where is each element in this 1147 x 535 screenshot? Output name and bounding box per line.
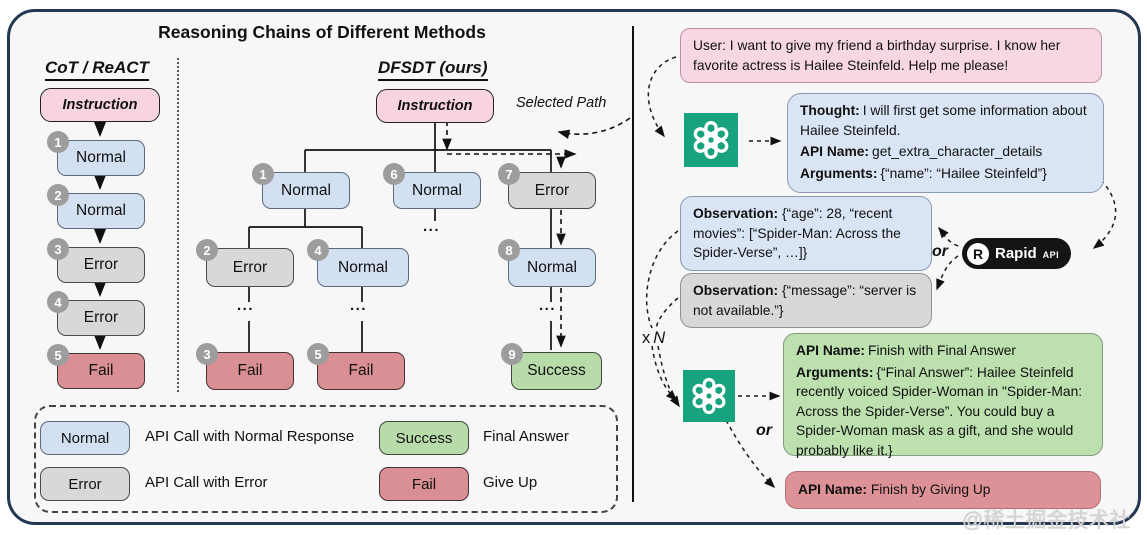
dfsdt-instruction-node: Instruction: [376, 89, 494, 123]
step-number-badge: 3: [47, 238, 69, 260]
or-label-lower: or: [756, 422, 772, 439]
step-number-badge: 5: [47, 344, 69, 366]
api-name-line: API Name:get_extra_character_details: [800, 144, 1043, 160]
ellipsis: ...: [237, 297, 255, 314]
step-number-badge: 4: [307, 239, 329, 261]
legend-desc-success: Final Answer: [483, 428, 569, 445]
step-number-badge: 8: [498, 239, 520, 261]
step-number-badge: 5: [307, 343, 329, 365]
step-number-badge: 9: [501, 343, 523, 365]
watermark: @稀土掘金技术社区: [962, 509, 1131, 532]
openai-knot-icon: [693, 121, 729, 159]
legend-desc-normal: API Call with Normal Response: [145, 428, 355, 445]
legend-desc-error: API Call with Error: [145, 474, 268, 491]
legend-chip-fail: Fail: [379, 467, 469, 501]
final-answer-bubble: API Name:Finish with Final Answer Argume…: [783, 333, 1103, 458]
legend-chip-normal: Normal: [40, 421, 130, 455]
arguments-line: Arguments:{“name”: “Hailee Steinfeld”}: [800, 165, 1047, 181]
column-separator: [177, 58, 179, 392]
openai-logo-icon: [683, 370, 735, 422]
figure-title: Reasoning Chains of Different Methods: [158, 22, 486, 42]
step-number-badge: 1: [252, 163, 274, 185]
step-number-badge: 1: [47, 131, 69, 153]
legend-chip-success: Success: [379, 421, 469, 455]
step-number-badge: 2: [196, 239, 218, 261]
rapidapi-logo: R Rapid API: [962, 238, 1072, 269]
user-message-bubble: User: I want to give my friend a birthda…: [680, 28, 1102, 84]
step-number-badge: 4: [47, 291, 69, 313]
cot-instruction-node: Instruction: [40, 88, 160, 122]
api-name-line: API Name: Finish by Giving Up: [798, 482, 991, 498]
rapidapi-glyph-icon: R: [967, 242, 989, 265]
panel-divider: [632, 26, 634, 502]
step-number-badge: 3: [196, 343, 218, 365]
ellipsis: ...: [423, 218, 441, 235]
observation-error-bubble: Observation: {“message”: “server is not …: [680, 273, 932, 329]
legend-desc-fail: Give Up: [483, 474, 538, 491]
dfsdt-heading: DFSDT (ours): [378, 58, 488, 81]
openai-knot-icon: [692, 377, 726, 415]
selected-path-label: Selected Path: [516, 95, 607, 111]
step-number-badge: 2: [47, 184, 69, 206]
legend-chip-error: Error: [40, 467, 130, 501]
give-up-bubble: API Name: Finish by Giving Up: [785, 471, 1101, 509]
step-number-badge: 7: [498, 163, 520, 185]
thought-line: Thought:I will first get some informatio…: [800, 103, 1087, 138]
api-name-line: API Name:Finish with Final Answer: [796, 343, 1017, 358]
thought-bubble: Thought:I will first get some informatio…: [787, 93, 1104, 194]
ellipsis: ...: [350, 297, 368, 314]
or-label-upper: or: [932, 243, 948, 260]
openai-logo-icon: [684, 113, 738, 167]
step-number-badge: 6: [383, 163, 405, 185]
observation-success-bubble: Observation: {“age”: 28, “recent movies”…: [680, 196, 932, 271]
legend-box: [34, 405, 618, 513]
arguments-line: Arguments:{“Final Answer”: Hailee Steinf…: [796, 364, 1083, 458]
cot-heading: CoT / ReACT: [45, 58, 149, 81]
ellipsis: ...: [539, 297, 557, 314]
